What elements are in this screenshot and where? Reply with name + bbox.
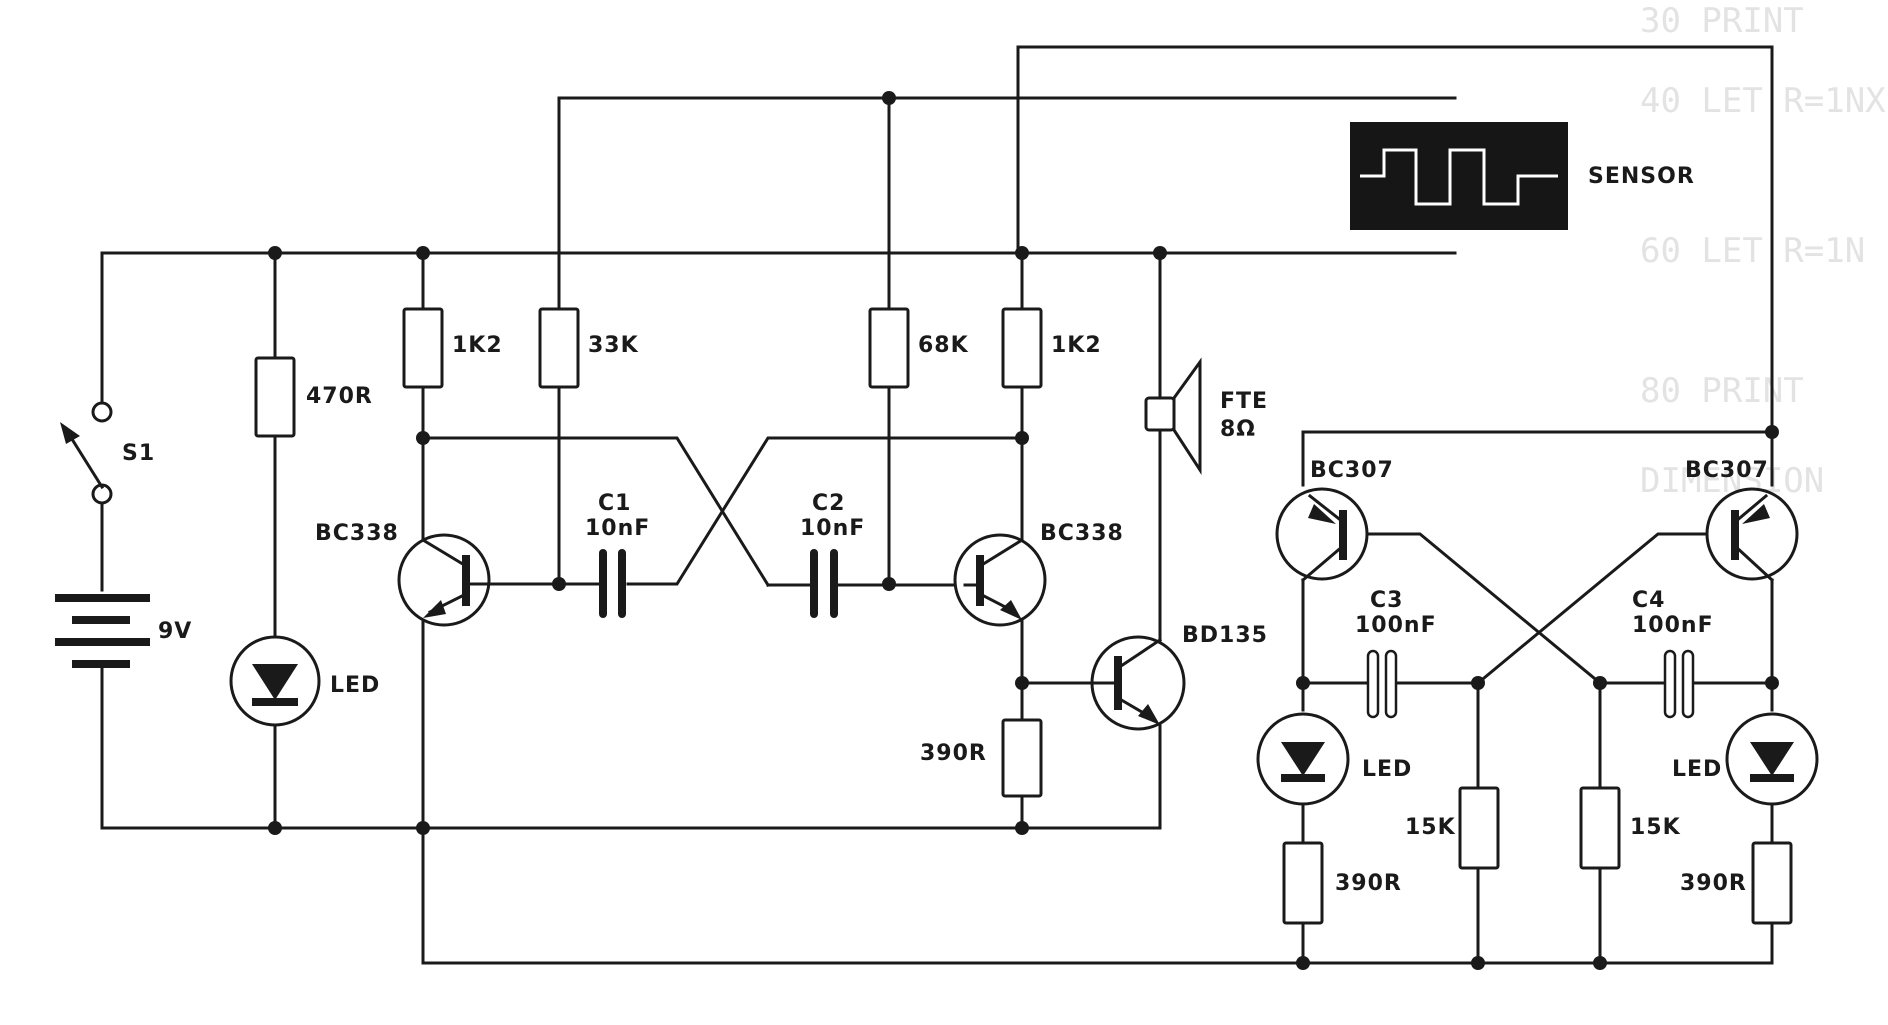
junction-dots — [268, 91, 1779, 970]
svg-text:C2: C2 — [812, 491, 845, 516]
led-left: LED — [1256, 712, 1412, 806]
svg-text:100nF: 100nF — [1632, 613, 1714, 638]
svg-text:LED: LED — [1672, 757, 1722, 782]
power-led: LED — [229, 635, 380, 727]
svg-text:BC338: BC338 — [315, 521, 399, 546]
resistor-15k-left: 15K — [1405, 786, 1500, 870]
svg-text:390R: 390R — [920, 741, 987, 766]
led-right: LED — [1672, 712, 1819, 806]
resistor-33k: 33K — [538, 307, 639, 389]
transistor-bd135: BD135 — [1088, 623, 1268, 731]
resistor-15k-right: 15K — [1579, 786, 1681, 870]
resistor-1k2-right: 1K2 — [1001, 307, 1102, 389]
svg-text:C1: C1 — [598, 491, 631, 516]
resistor-68k: 68K — [868, 307, 969, 389]
transistor-bc307-left: BC307 — [1275, 458, 1394, 583]
svg-text:10nF: 10nF — [800, 516, 865, 541]
svg-text:1K2: 1K2 — [452, 333, 503, 358]
svg-text:BD135: BD135 — [1182, 623, 1268, 648]
svg-text:100nF: 100nF — [1355, 613, 1437, 638]
capacitor-c4: C4 100nF — [1632, 588, 1714, 719]
resistor-390r-right: 390R — [1680, 841, 1793, 925]
svg-text:BC338: BC338 — [1040, 521, 1124, 546]
svg-text:FTE: FTE — [1220, 389, 1268, 414]
resistor-390r-left: 390R — [1282, 841, 1402, 925]
capacitor-c3: C3 100nF — [1355, 588, 1437, 719]
transistor-bc338-left: BC338 — [315, 521, 491, 627]
svg-text:BC307: BC307 — [1310, 458, 1394, 483]
svg-text:60 LET R=1N: 60 LET R=1N — [1640, 231, 1865, 271]
battery-label: 9V — [158, 619, 192, 644]
resistor-1k2-left: 1K2 — [402, 307, 503, 389]
svg-text:LED: LED — [1362, 757, 1412, 782]
svg-text:C4: C4 — [1632, 588, 1665, 613]
battery-9v: 9V — [55, 594, 192, 668]
paper-bleed-through: 30 PRINT 40 LET R=1NX 60 LET R=1N 80 PRI… — [1640, 1, 1886, 501]
svg-text:390R: 390R — [1335, 871, 1402, 896]
svg-text:40 LET R=1NX: 40 LET R=1NX — [1640, 81, 1886, 121]
svg-text:BC307: BC307 — [1685, 458, 1769, 483]
svg-text:15K: 15K — [1405, 815, 1456, 840]
svg-text:80 PRINT: 80 PRINT — [1640, 371, 1804, 411]
svg-text:15K: 15K — [1630, 815, 1681, 840]
switch-label: S1 — [122, 441, 155, 466]
capacitor-c2: C2 10nF — [800, 491, 865, 618]
resistor-470r-label: 470R — [306, 384, 373, 409]
svg-text:1K2: 1K2 — [1051, 333, 1102, 358]
svg-text:68K: 68K — [918, 333, 969, 358]
capacitor-c1: C1 10nF — [585, 491, 650, 618]
svg-text:8Ω: 8Ω — [1220, 417, 1256, 442]
transistor-bc338-right: BC338 — [953, 521, 1124, 627]
switch-s1: S1 — [60, 401, 155, 505]
svg-text:30 PRINT: 30 PRINT — [1640, 1, 1804, 41]
resistor-390r-emitter: 390R — [920, 718, 1043, 798]
speaker: FTE 8Ω — [1144, 357, 1268, 476]
svg-text:33K: 33K — [588, 333, 639, 358]
resistor-470r: 470R — [254, 356, 373, 438]
svg-text:390R: 390R — [1680, 871, 1747, 896]
svg-text:C3: C3 — [1370, 588, 1403, 613]
power-led-label: LED — [330, 673, 380, 698]
svg-text:10nF: 10nF — [585, 516, 650, 541]
square-wave-icon — [1360, 148, 1558, 206]
sensor: SENSOR — [1350, 122, 1695, 230]
transistor-bc307-right: BC307 — [1685, 458, 1799, 583]
svg-text:SENSOR: SENSOR — [1588, 164, 1695, 189]
